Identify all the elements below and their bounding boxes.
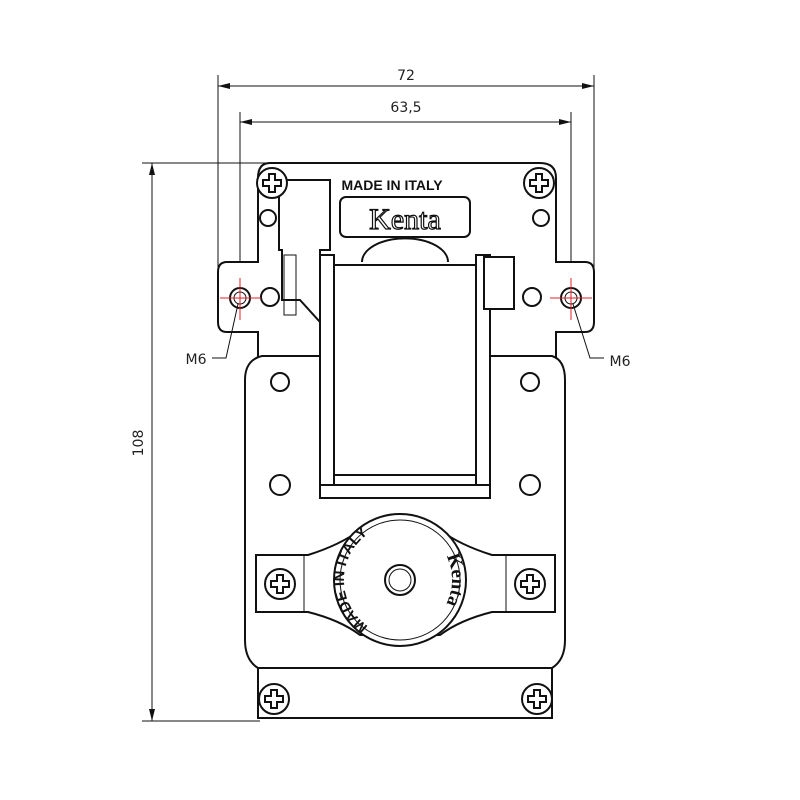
label-hole-spacing: 63,5: [390, 100, 421, 116]
screw-icon: [521, 683, 553, 715]
mount-hole-left: [212, 278, 261, 359]
housing-holes: [259, 209, 550, 496]
screw-icon: [514, 568, 546, 600]
label-height: 108: [131, 430, 147, 457]
dimension-overall-width: [217, 75, 595, 300]
mount-hole-right: [550, 278, 604, 359]
screw-icon: [523, 167, 555, 199]
terminal-block: [278, 179, 331, 325]
bearing-arc: [361, 237, 449, 263]
screw-icon: [258, 683, 290, 715]
screw-icon: [264, 568, 296, 600]
screw-icon: [256, 167, 288, 199]
coil: [319, 254, 515, 499]
label-hole-left: M6: [186, 352, 207, 368]
label-overall-width: 72: [397, 68, 415, 84]
label-hole-right: M6: [610, 354, 631, 370]
nameplate-origin: MADE IN ITALY: [341, 177, 443, 193]
nameplate-brand-logo: Kenta: [369, 203, 441, 236]
